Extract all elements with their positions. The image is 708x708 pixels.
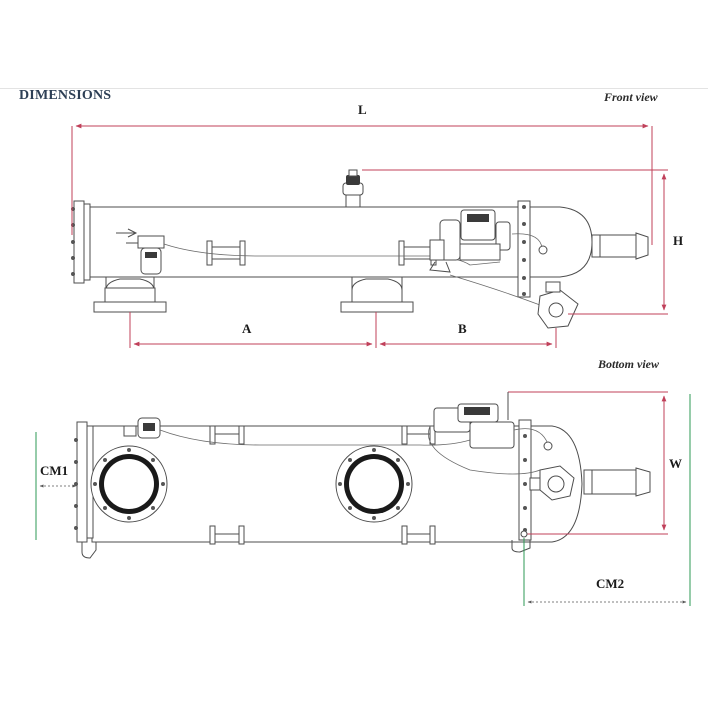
front-motor: [591, 232, 649, 260]
bottom-outlet-flange: [335, 445, 413, 523]
dimension-label-L: L: [358, 102, 367, 117]
bottom-inlet-flange: [90, 445, 168, 523]
front-right-flange-bolts: [522, 205, 526, 296]
dimension-label-A: A: [242, 321, 252, 336]
bottom-controller: [428, 403, 553, 475]
front-flushing-valve: [449, 274, 579, 329]
dimension-label-W: W: [669, 456, 682, 471]
bottom-right-flange-bolts: [523, 434, 527, 532]
dimension-label-CM2: CM2: [596, 576, 625, 591]
bottom-view-label: Bottom view: [598, 357, 659, 371]
page-title: DIMENSIONS: [19, 88, 112, 103]
front-inlet-neck: [104, 287, 156, 303]
front-left-flange-ring: [83, 203, 91, 281]
front-controller: [429, 209, 548, 273]
dimension-label-H: H: [673, 233, 684, 248]
bottom-flushing-valve: [529, 465, 575, 501]
front-inlet-flange: [93, 301, 167, 313]
bottom-motor: [583, 467, 651, 497]
front-command-tube: [163, 243, 501, 266]
header-rule: [0, 88, 708, 89]
bottom-small-filter: [123, 417, 471, 446]
bottom-clamps: [209, 425, 436, 545]
dimension-label-CM1: CM1: [40, 463, 69, 478]
bottom-left-flange-bolts: [74, 438, 78, 530]
bottom-left-flange: [76, 421, 88, 543]
front-small-filter: [116, 228, 165, 275]
front-outlet-flange: [340, 301, 414, 313]
front-left-flange: [73, 200, 85, 284]
bottom-view: [35, 391, 691, 606]
front-air-release-valve: [342, 169, 364, 208]
front-right-flange: [517, 200, 531, 298]
dimension-label-B: B: [458, 321, 467, 336]
front-view: [71, 123, 668, 348]
front-view-label: Front view: [604, 90, 658, 104]
